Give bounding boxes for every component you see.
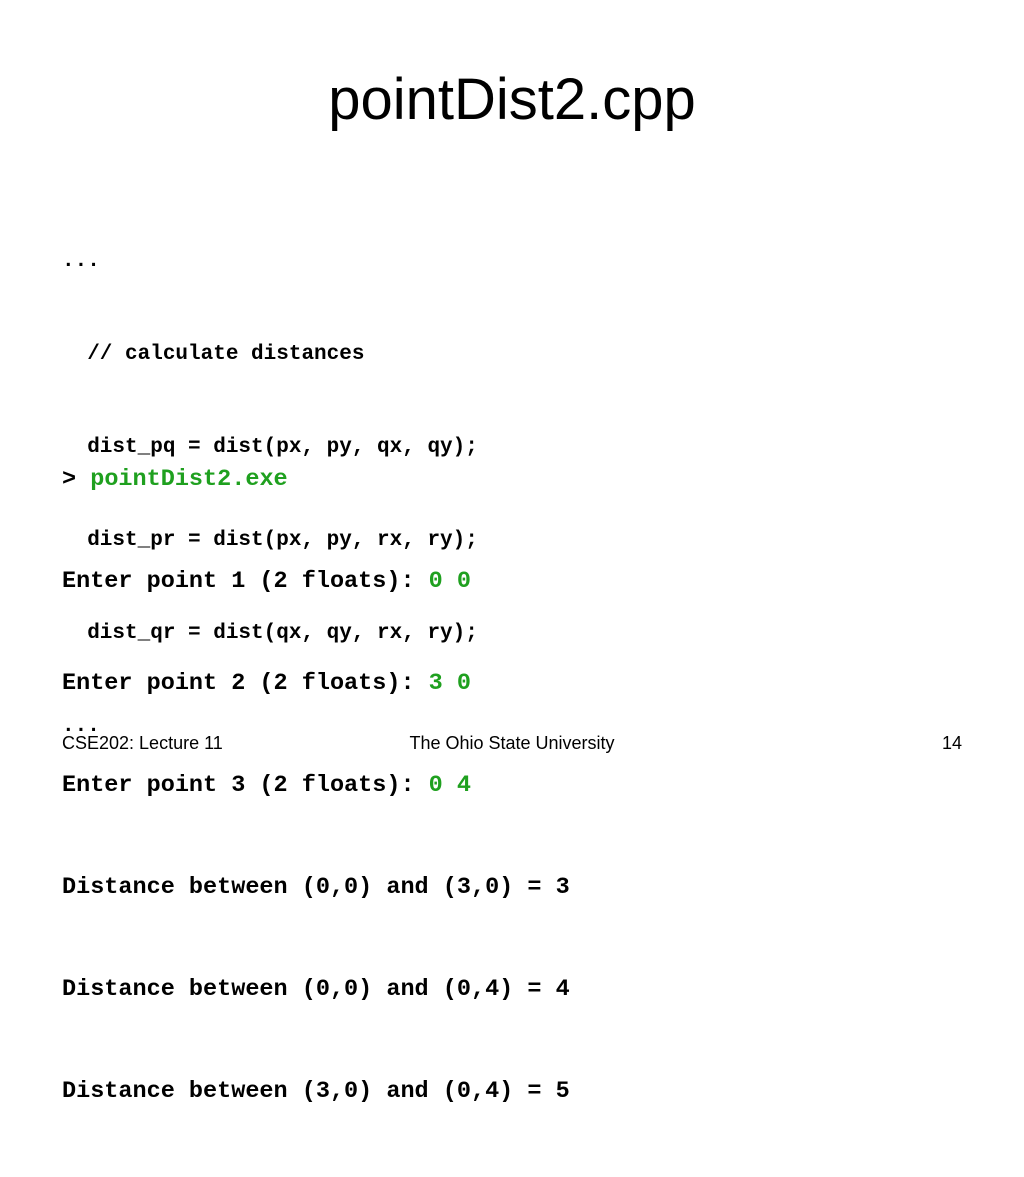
footer-institution: The Ohio State University: [409, 733, 615, 753]
code-line: dist_pr = dist(px, py, rx, ry);: [62, 529, 478, 552]
input-value-2: 3 0: [428, 670, 471, 697]
input-prompt-2: Enter point 2 (2 floats):: [62, 670, 429, 697]
input-prompt-3: Enter point 3 (2 floats):: [62, 772, 429, 799]
code-line: // calculate distances: [62, 343, 365, 366]
output-line-3: Distance between (3,0) and (0,4) = 5: [62, 1078, 570, 1105]
output-line-2: Distance between (0,0) and (0,4) = 4: [62, 976, 570, 1003]
output-line-1: Distance between (0,0) and (3,0) = 3: [62, 874, 570, 901]
terminal-session: > pointDist2.exe Enter point 1 (2 floats…: [62, 395, 570, 1177]
input-line-1: Enter point 1 (2 floats): 0 0: [62, 565, 570, 599]
footer-course: CSE202: Lecture 11: [62, 733, 223, 753]
slide-title: pointDist2.cpp: [328, 67, 696, 132]
code-line: ...: [62, 250, 100, 273]
footer-page-number: 14: [941, 733, 962, 753]
command-text: pointDist2.exe: [90, 466, 288, 493]
code-snippet: ... // calculate distances dist_pq = dis…: [62, 184, 478, 804]
code-line: dist_qr = dist(qx, qy, rx, ry);: [62, 622, 478, 645]
slide: pointDist2.cpp ... // calculate distance…: [62, 67, 962, 1105]
input-value-1: 0 0: [428, 568, 471, 595]
prompt-symbol: >: [62, 466, 91, 493]
input-line-3: Enter point 3 (2 floats): 0 4: [62, 769, 570, 803]
input-value-3: 0 4: [428, 772, 471, 799]
input-prompt-1: Enter point 1 (2 floats):: [62, 568, 429, 595]
code-line: dist_pq = dist(px, py, qx, qy);: [62, 436, 478, 459]
code-line: ...: [62, 715, 100, 738]
input-line-2: Enter point 2 (2 floats): 3 0: [62, 667, 570, 701]
command-line: > pointDist2.exe: [62, 463, 570, 497]
